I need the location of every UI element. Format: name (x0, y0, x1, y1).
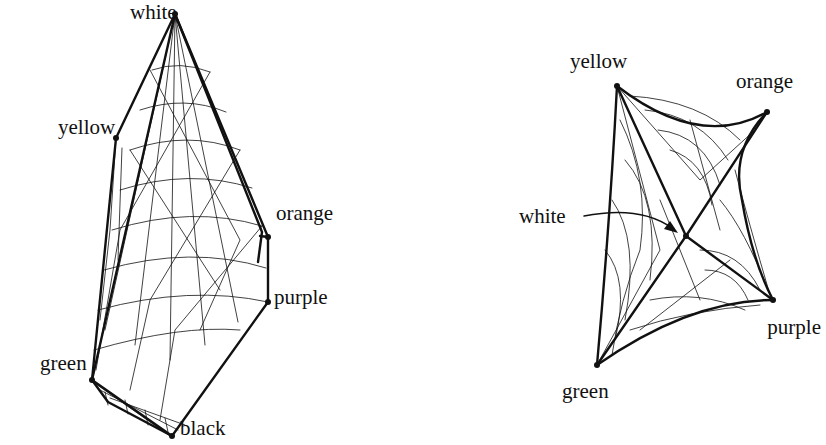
surface-outline (597, 86, 773, 365)
vertex-label: green (38, 352, 89, 375)
pointer-arrow (584, 212, 678, 233)
vertex-label: purple (272, 286, 330, 309)
vertex-label: orange (734, 70, 795, 93)
vertex-label: green (560, 380, 611, 403)
surface-mesh (597, 86, 770, 365)
vertex-label: yellow (56, 116, 117, 139)
vertex-label: black (178, 417, 227, 440)
vertex-label: white (128, 1, 179, 24)
surface-outline (92, 14, 268, 436)
vertex-dot (594, 83, 776, 368)
vertex-label: yellow (568, 50, 629, 73)
surface-mesh (94, 14, 268, 436)
vertex-label: white (517, 205, 568, 228)
vertex-dot (89, 11, 271, 439)
vertex-label: purple (765, 316, 823, 339)
vertex-label: orange (274, 202, 335, 225)
